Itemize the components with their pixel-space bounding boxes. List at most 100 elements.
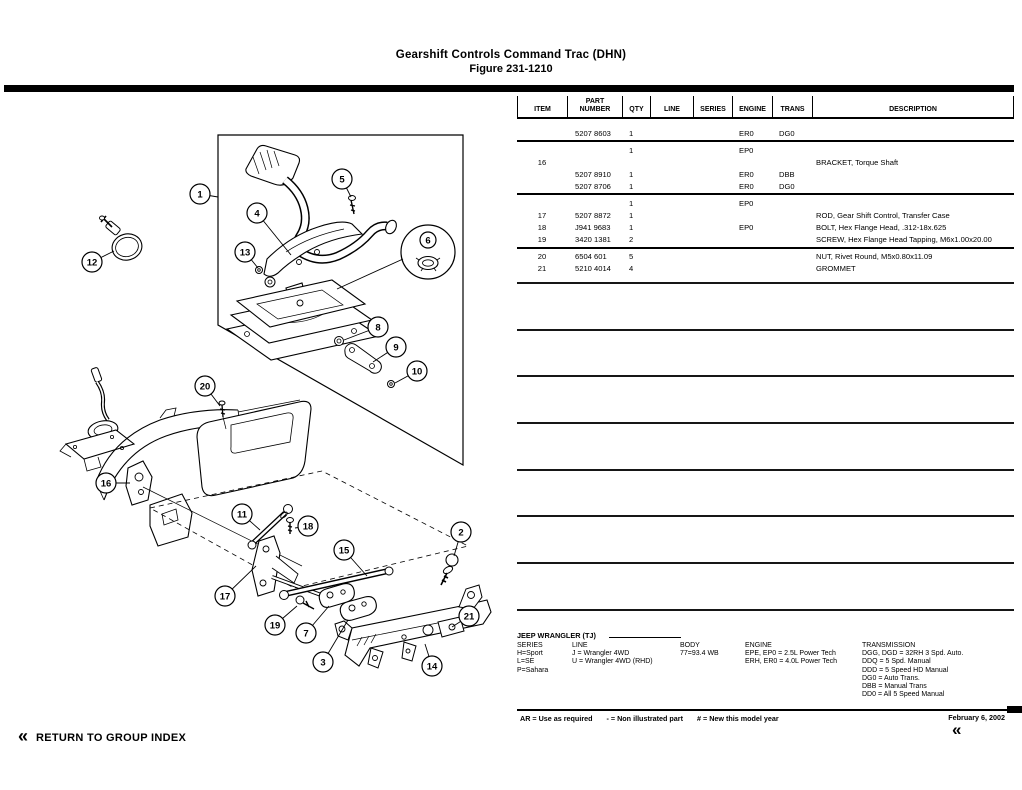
empty-row-rule [517, 515, 1014, 518]
legend-item: 77=93.4 WB [680, 650, 719, 658]
legend-item: DDQ = 5 Spd. Manual [862, 658, 931, 666]
empty-row-rule [517, 375, 1014, 378]
top-divider-bar [4, 85, 1014, 92]
crossmember [334, 584, 492, 669]
callout-number: 19 [270, 620, 281, 631]
legend-item: H=Sport [517, 650, 543, 658]
cell-qty: 4 [629, 264, 634, 274]
legend-line-header: LINE [572, 642, 588, 649]
callout-circle [194, 375, 216, 397]
legend-engine-header: ENGINE [745, 642, 772, 649]
cell-part: 5207 8706 [575, 181, 611, 191]
empty-row-rule [517, 562, 1014, 565]
callout-number: 9 [393, 342, 398, 353]
note-new-model: # = New this model year [697, 714, 779, 723]
legend-item: EPE, EP0 = 2.5L Power Tech [745, 650, 836, 658]
cell-desc: BRACKET, Torque Shaft [816, 157, 899, 167]
legend-body-column: BODY 77=93.4 WB [680, 642, 719, 658]
cell-part: 5207 8910 [575, 169, 611, 179]
column-header-desc: DESCRIPTION [812, 96, 1014, 117]
callout-circle [421, 655, 443, 677]
callout-circle [419, 231, 437, 249]
legend-item: DDD = 5 Speed HD Manual [862, 666, 949, 674]
cell-item: 18 [537, 223, 547, 233]
vehicle-rule-line [609, 637, 681, 638]
callout-circle [81, 251, 103, 273]
cell-item: 17 [537, 211, 547, 221]
detail-leader [336, 258, 404, 290]
column-header-engine: ENGINE [732, 96, 772, 117]
cell-part: 6504 601 [575, 252, 607, 262]
cell-desc: GROMMET [816, 264, 856, 274]
cell-trans: DG0 [779, 128, 795, 138]
cell-qty: 1 [629, 223, 634, 233]
callout-circle [450, 521, 472, 543]
column-header-part: PART NUMBER [567, 96, 622, 117]
callout-circle [231, 503, 253, 525]
table-group-divider [517, 140, 1014, 143]
legend-item: DGG, DGD = 32RH 3 Spd. Auto. [862, 650, 964, 658]
legend-item: DBB = Manual Trans [862, 683, 927, 691]
legend-item: J = Wrangler 4WD [572, 650, 630, 658]
grommet-detail [415, 255, 441, 272]
callout-circle [246, 202, 268, 224]
empty-row-rule [517, 608, 1014, 611]
callout-number: 3 [320, 657, 325, 668]
cell-desc: SCREW, Hex Flange Head Tapping, M6x1.00x… [816, 235, 992, 245]
callout-circle [95, 472, 117, 494]
legend-transmission-column: TRANSMISSION DGG, DGD = 32RH 3 Spd. Auto… [862, 642, 963, 699]
callout-circle [264, 614, 286, 636]
empty-row-rule [517, 328, 1014, 331]
transfer-case-shifter [59, 367, 136, 472]
legend-item: ERH, ER0 = 4.0L Power Tech [745, 658, 838, 666]
empty-row-rule [517, 468, 1014, 471]
legend-item: U = Wrangler 4WD (RHD) [572, 658, 653, 666]
cell-trans: DG0 [779, 181, 795, 191]
footer-rule [517, 709, 1009, 711]
cell-engine: ER0 [739, 181, 754, 191]
shifter-base-plates [225, 279, 381, 361]
legend-item: DD0 = All 5 Speed Manual [862, 691, 945, 699]
cell-engine: ER0 [739, 128, 754, 138]
clamp-ring [99, 215, 143, 261]
cell-desc: NUT, Rivet Round, M5x0.80x11.09 [816, 252, 933, 262]
callout-number: 8 [375, 322, 380, 333]
callout-number: 4 [254, 208, 260, 219]
callout-number: 12 [87, 257, 98, 268]
cell-part: 3420 1381 [575, 235, 611, 245]
cell-qty: 1 [629, 199, 634, 209]
cell-engine: EP0 [739, 145, 754, 155]
callout-number: 17 [220, 591, 231, 602]
column-header-line: LINE [650, 96, 693, 117]
back-chevron-icon[interactable]: « [952, 720, 962, 739]
ball-stud-bolt [440, 553, 459, 586]
legend-item: P=Sahara [517, 666, 549, 674]
ghost-floor-outline [148, 470, 470, 589]
linkage-parts [247, 504, 394, 621]
cell-desc: BOLT, Hex Flange Head, .312-18x.625 [816, 223, 947, 233]
figure-title-line1: Gearshift Controls Command Trac (DHN) [395, 49, 627, 61]
return-to-group-index-link[interactable]: « RETURN TO GROUP INDEX [18, 726, 186, 748]
callout-number: 18 [303, 521, 314, 532]
cell-item: 19 [537, 235, 547, 245]
cell-qty: 1 [629, 169, 634, 179]
cell-item: 20 [537, 252, 547, 262]
callout-number: 10 [412, 366, 423, 377]
cell-qty: 1 [629, 145, 634, 155]
column-header-qty: QTY [622, 96, 650, 117]
callout-circle [295, 622, 317, 644]
